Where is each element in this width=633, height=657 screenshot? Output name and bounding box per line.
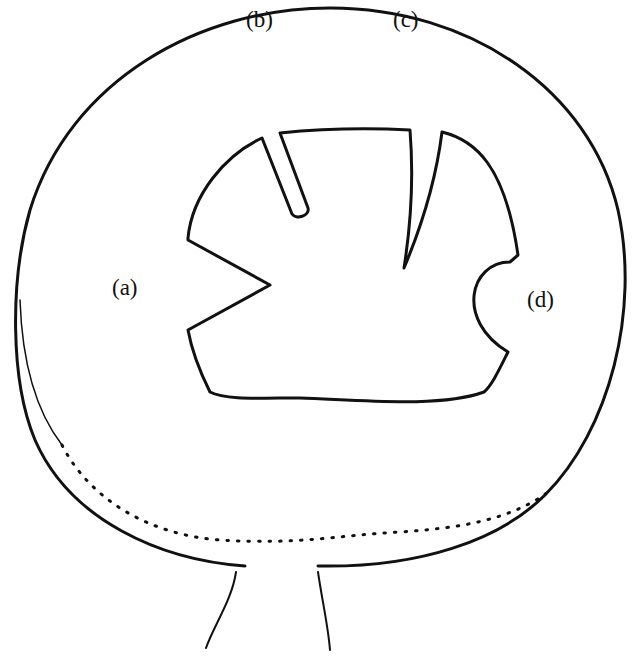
stem-line bbox=[206, 572, 236, 648]
dotted-line bbox=[62, 445, 548, 541]
part-label: (b) bbox=[246, 8, 273, 31]
inner-cavity bbox=[188, 129, 518, 402]
part-label: (a) bbox=[112, 276, 138, 299]
stem-line bbox=[318, 572, 330, 650]
part-label: (c) bbox=[393, 8, 419, 31]
cap-outline bbox=[16, 8, 626, 566]
cap-edge bbox=[20, 300, 62, 445]
part-label: (d) bbox=[527, 288, 554, 311]
